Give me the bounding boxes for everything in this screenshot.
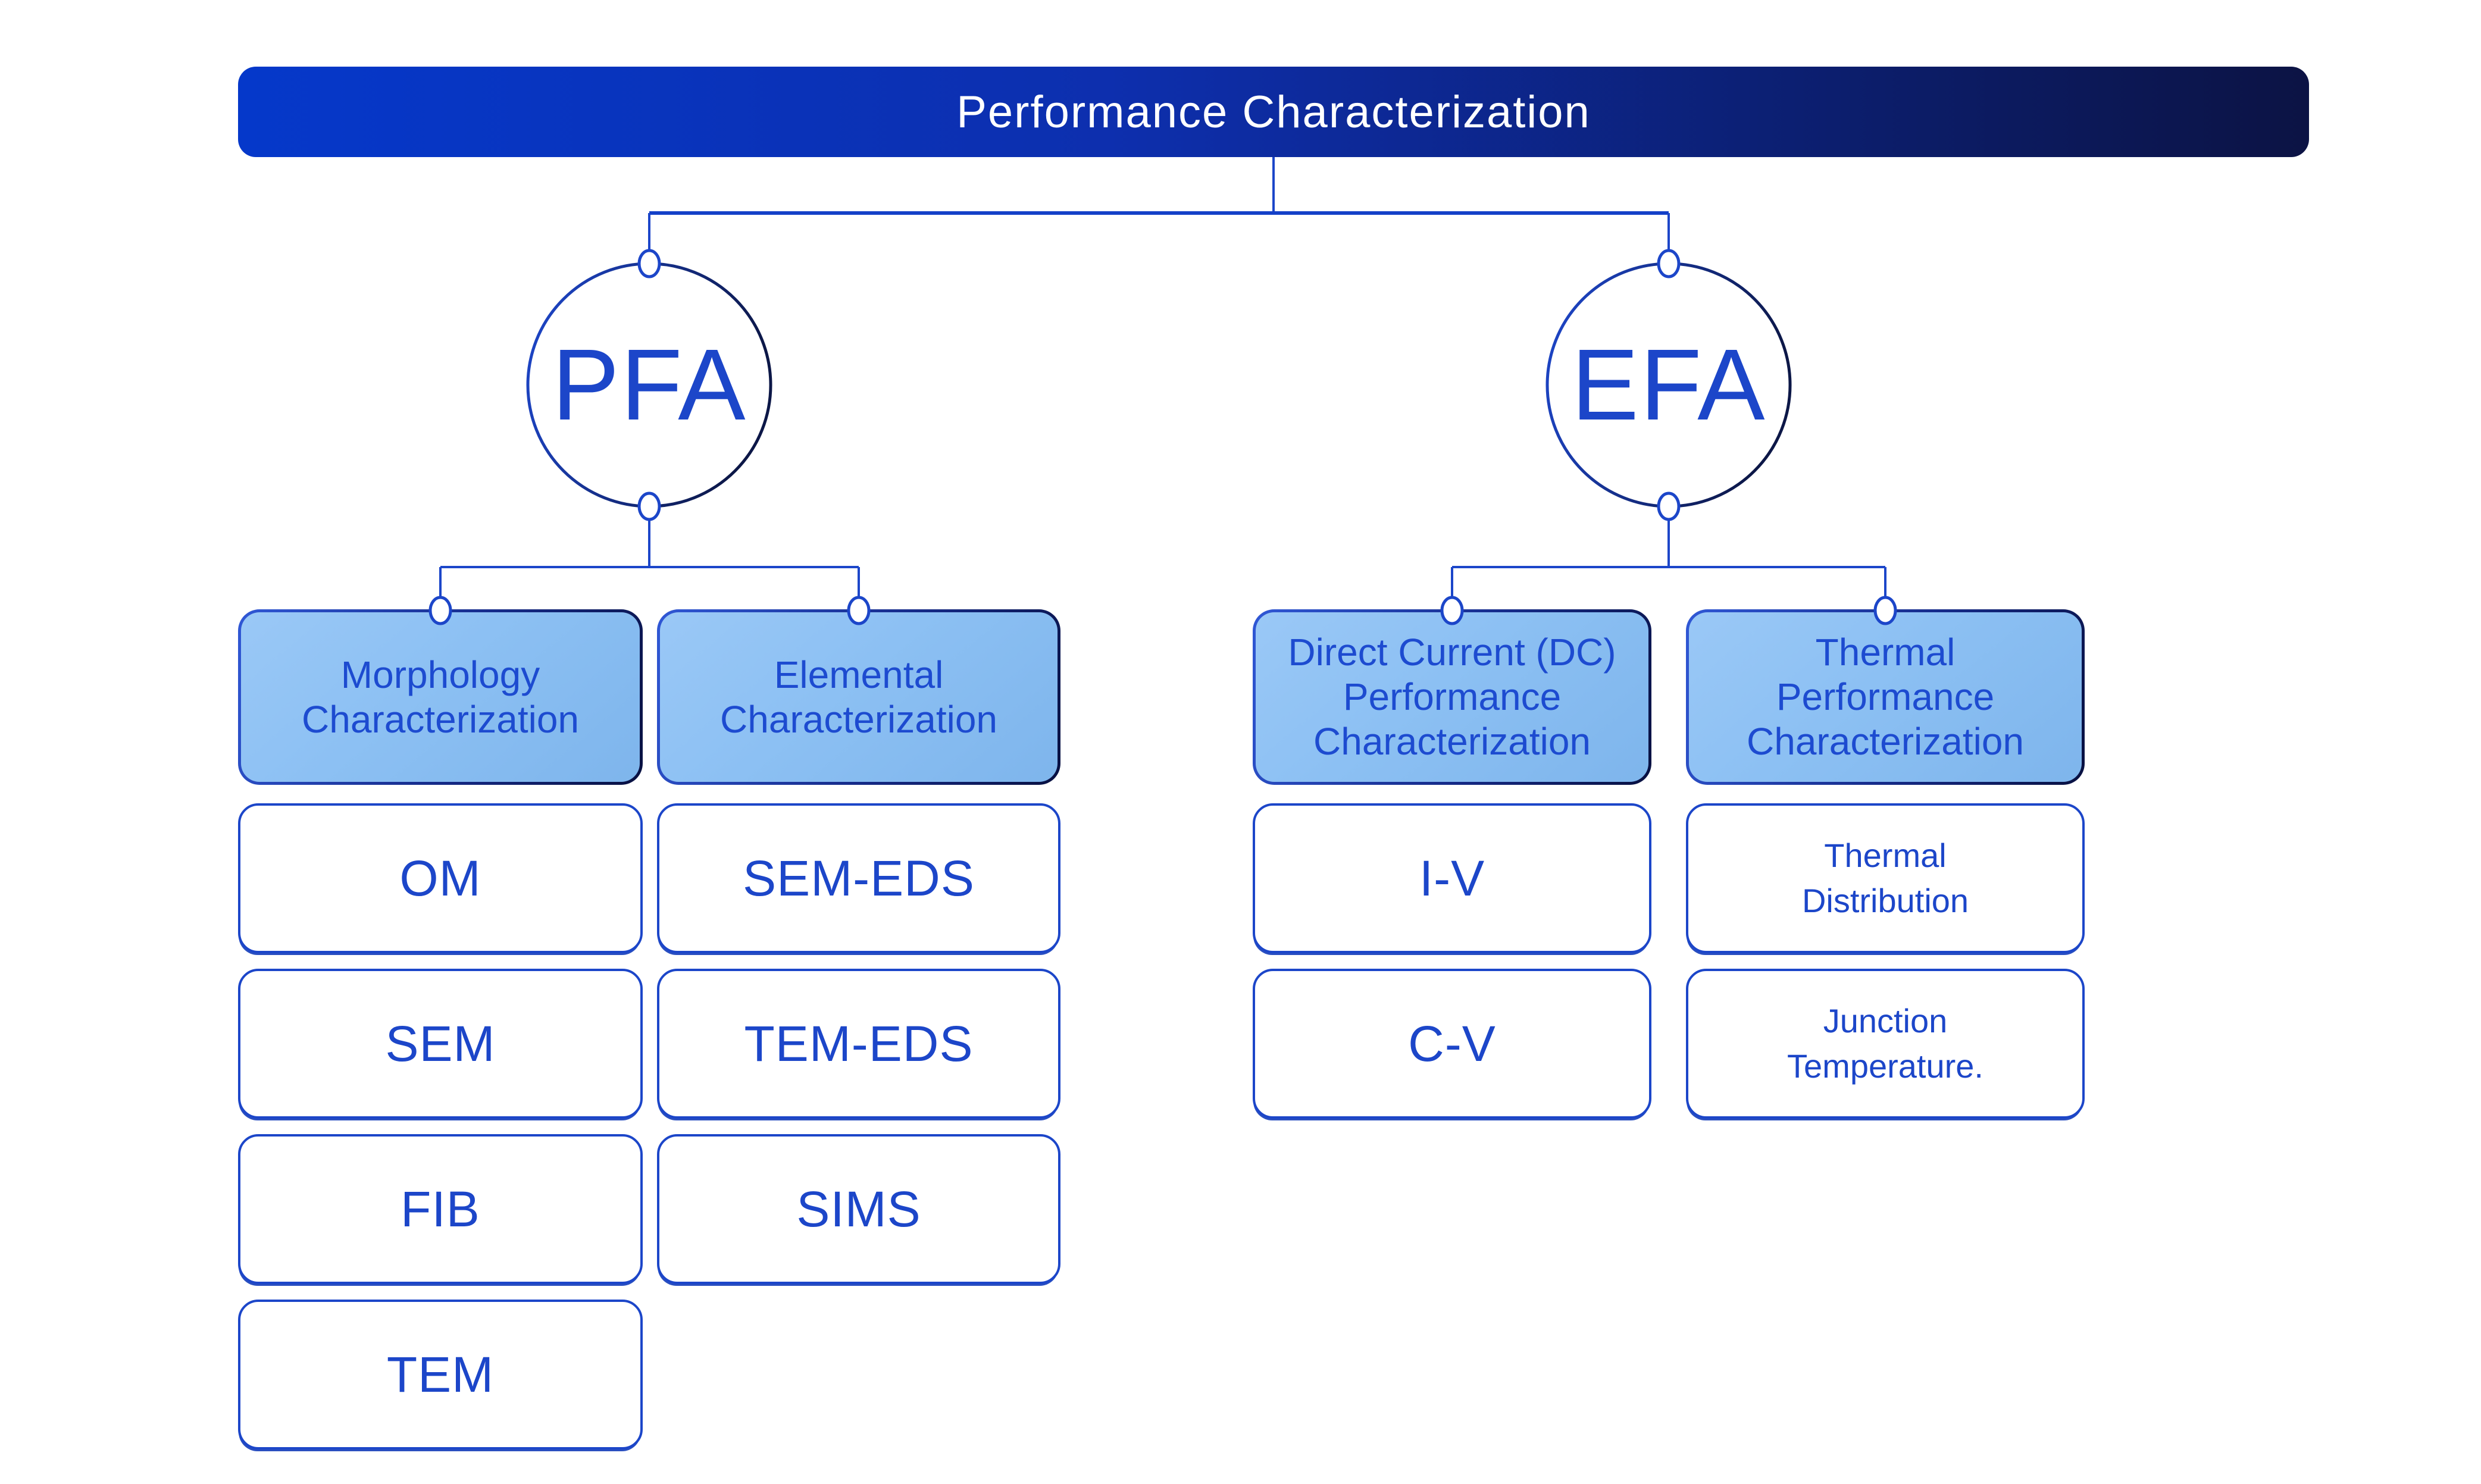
root-node-label: Performance Characterization	[956, 86, 1591, 137]
connector-efa-branch	[1451, 517, 1886, 609]
leaf-label: SEM-EDS	[743, 850, 975, 906]
leaf-node-fib: FIB	[238, 1134, 643, 1284]
group-header-surface: Direct Current (DC) Performance Characte…	[1256, 612, 1648, 782]
group-header-label: Elemental Characterization	[720, 653, 997, 741]
leaf-label: SEM	[385, 1015, 496, 1072]
port-dot-efa-bottom	[1657, 491, 1681, 521]
connector-to-circles	[648, 213, 1670, 253]
group-header-surface: Elemental Characterization	[660, 612, 1058, 782]
root-node-performance-characterization: Performance Characterization	[238, 67, 2309, 157]
port-dot-efa-top	[1657, 249, 1681, 278]
leaf-label: TEM	[386, 1346, 495, 1402]
leaf-label: FIB	[401, 1181, 480, 1237]
leaf-node-cv: C-V	[1253, 969, 1651, 1119]
group-header-morphology-characterization: Morphology Characterization	[238, 609, 643, 785]
group-header-label: Direct Current (DC) Performance Characte…	[1288, 631, 1616, 763]
branch-label-pfa: PFA	[552, 328, 747, 442]
group-header-label: Morphology Characterization	[302, 653, 579, 741]
group-header-surface: Thermal Performance Characterization	[1689, 612, 2082, 782]
branch-label-efa: EFA	[1571, 328, 1766, 442]
port-dot-pfa-top	[637, 249, 661, 278]
group-header-surface: Morphology Characterization	[241, 612, 640, 782]
leaf-node-om: OM	[238, 803, 643, 953]
leaf-node-sem-eds: SEM-EDS	[657, 803, 1060, 953]
port-dot-pfa-bottom	[637, 491, 661, 521]
group-header-dc-performance-characterization: Direct Current (DC) Performance Characte…	[1253, 609, 1651, 785]
leaf-node-tem: TEM	[238, 1300, 643, 1449]
group-header-label: Thermal Performance Characterization	[1747, 631, 2024, 763]
leaf-label: OM	[399, 850, 481, 906]
leaf-node-thermal-distribution: Thermal Distribution	[1686, 803, 2085, 953]
leaf-node-sims: SIMS	[657, 1134, 1060, 1284]
leaf-label: SIMS	[796, 1181, 921, 1237]
branch-circle-pfa	[526, 262, 772, 508]
leaf-node-iv: I-V	[1253, 803, 1651, 953]
branch-node-pfa: PFA	[528, 264, 771, 506]
leaf-node-sem: SEM	[238, 969, 643, 1119]
branch-node-efa: EFA	[1547, 264, 1790, 506]
leaf-label: Thermal Distribution	[1801, 837, 1969, 919]
connector-pfa-branch	[439, 517, 860, 609]
leaf-node-junction-temperature: Junction Temperature.	[1686, 969, 2085, 1119]
leaf-label: I-V	[1419, 850, 1485, 906]
leaf-label: TEM-EDS	[744, 1015, 974, 1072]
leaf-label: C-V	[1408, 1015, 1496, 1072]
branch-circle-efa	[1545, 262, 1792, 508]
group-header-thermal-performance-characterization: Thermal Performance Characterization	[1686, 609, 2085, 785]
group-header-elemental-characterization: Elemental Characterization	[657, 609, 1060, 785]
leaf-node-tem-eds: TEM-EDS	[657, 969, 1060, 1119]
leaf-label: Junction Temperature.	[1787, 1002, 1983, 1085]
